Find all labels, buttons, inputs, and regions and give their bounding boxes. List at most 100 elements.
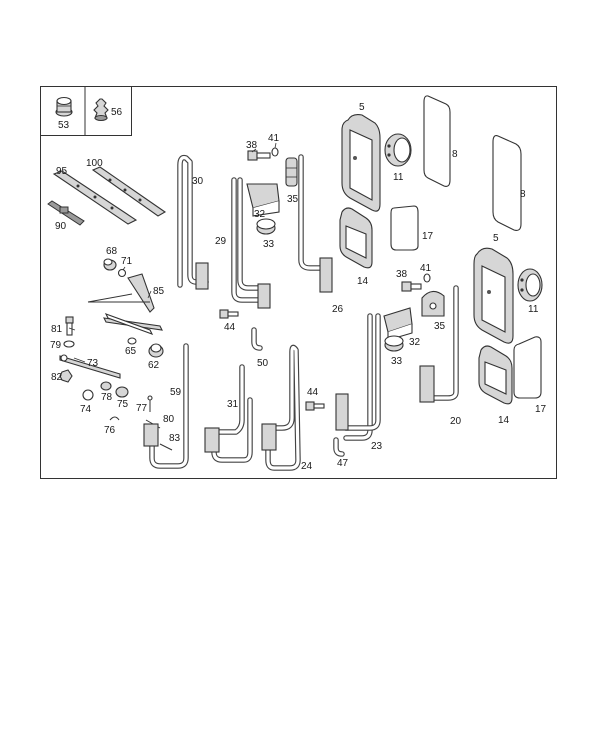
part-59-arm [143,343,189,469]
callout-78: 78 [101,392,113,403]
part-5-mirror-housing [341,114,381,212]
part-56-bellows [93,98,109,121]
part-47-elbow [333,437,345,457]
part-14-small-mirror [339,207,373,269]
part-41-washer-right [423,273,431,283]
callout-31: 31 [227,399,239,410]
callout-100: 100 [86,158,103,169]
callout-11: 11 [393,172,404,183]
part-8-mirror-glass-right [492,135,522,231]
part-76-clip [109,416,120,421]
part-35-clamp [285,157,298,187]
diagram-frame [40,86,557,479]
part-33-cap [256,218,276,235]
callout-8: 8 [452,149,458,160]
callout-20: 20 [450,416,462,427]
part-78-cap [100,381,112,391]
callout-30: 30 [192,176,204,187]
part-90-clip [47,200,85,226]
part-8-mirror-glass [423,95,451,187]
callout-5-right: 5 [493,233,499,244]
part-75-socket [115,386,129,398]
part-62-nut [148,343,164,358]
callout-76: 76 [104,425,116,436]
callout-80: 80 [163,414,175,425]
callout-82: 82 [51,372,63,383]
callout-44-right: 44 [307,387,319,398]
part-30-arm [177,154,209,290]
callout-95: 95 [56,166,68,177]
part-38-bolt [247,150,271,161]
part-11-motor-right [517,268,543,302]
callout-26: 26 [332,304,344,315]
callout-75: 75 [117,399,129,410]
callout-33: 33 [263,239,275,250]
callout-90: 90 [55,221,67,232]
part-14-small-mirror-right [478,345,513,405]
inset-box [40,86,132,136]
callout-44: 44 [224,322,236,333]
callout-56: 56 [111,107,123,118]
callout-23: 23 [371,441,383,452]
callout-74: 74 [80,404,92,415]
part-24-arm [261,344,301,471]
callout-50: 50 [257,358,269,369]
part-73-rod [59,354,121,379]
callout-32: 32 [254,209,266,220]
callout-77: 77 [136,403,148,414]
callout-41-right: 41 [420,263,432,274]
leader-lines [68,142,277,363]
callout-29: 29 [215,236,227,247]
part-71-washer [117,268,127,278]
callout-35: 35 [287,194,299,205]
callout-71: 71 [121,256,133,267]
callout-14: 14 [357,276,369,287]
part-32-bracket-right [383,307,413,341]
part-53-cap [55,96,73,117]
callout-33-right: 33 [391,356,403,367]
callout-17: 17 [422,231,434,242]
callout-5: 5 [359,102,365,113]
callout-83: 83 [169,433,181,444]
part-33-cap-right [384,335,404,352]
part-65-bushing [127,337,137,345]
callout-38-right: 38 [396,269,408,280]
part-81-screw [65,316,74,336]
part-74-ball [82,389,94,401]
callout-24: 24 [301,461,313,472]
part-32-bracket [246,183,280,217]
callout-38: 38 [246,140,258,151]
callout-73: 73 [87,358,99,369]
part-29-arm [231,177,271,309]
part-5-mirror-housing-right [473,247,514,344]
part-17-glass [390,205,419,251]
part-79-washer [63,340,75,348]
part-31-arm [204,364,253,463]
callout-32-right: 32 [409,337,421,348]
part-20-arm [419,285,459,403]
part-77-pin [147,395,153,412]
callout-35-right: 35 [434,321,446,332]
part-35-clamp-right [421,290,445,317]
callout-14-right: 14 [498,415,510,426]
callout-11-right: 11 [528,304,539,315]
part-17-glass-right [513,336,542,399]
callout-53: 53 [58,120,70,131]
part-83-screw [159,443,173,451]
part-44-bolt-left [219,309,239,319]
part-68-knob [103,258,117,271]
callout-79: 79 [50,340,62,351]
callout-62: 62 [148,360,160,371]
part-100-strip [91,166,167,217]
part-11-motor [384,133,412,167]
callout-68: 68 [106,246,118,257]
callout-59: 59 [170,387,182,398]
part-44-bolt [305,401,325,411]
part-50-elbow [251,327,263,351]
part-23-arm [335,313,381,441]
part-95-strip [52,170,138,225]
part-82-nut [59,369,73,383]
callout-labels: 53 56 5 8 11 17 14 8 5 11 14 17 95 100 9… [50,102,547,472]
callout-41: 41 [268,133,280,144]
